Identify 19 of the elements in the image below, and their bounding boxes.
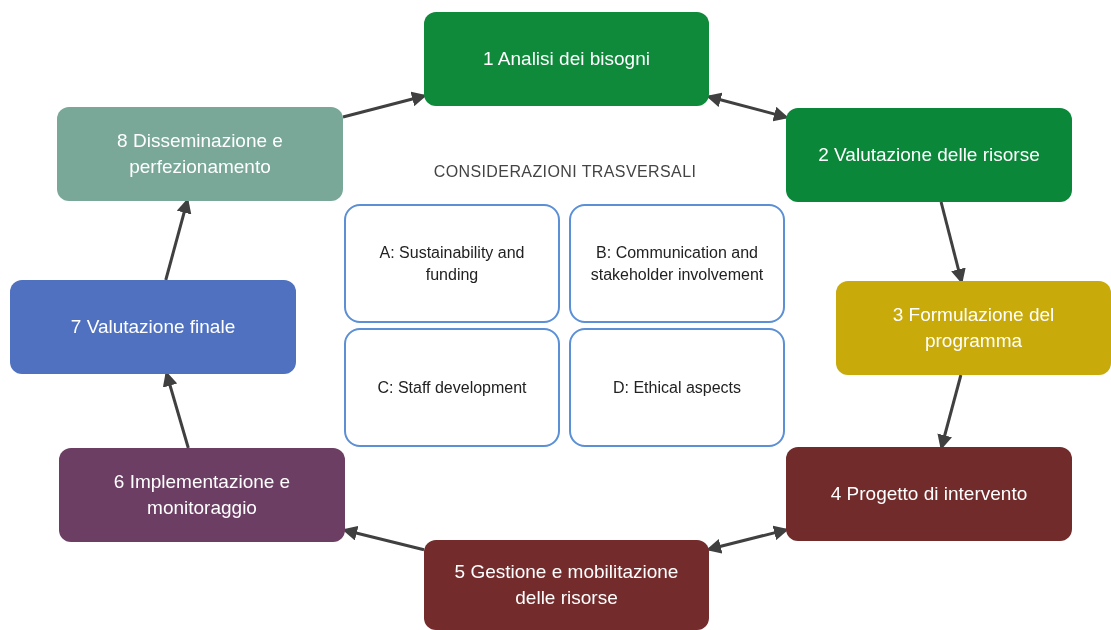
arrow <box>706 92 789 122</box>
step-box: 2 Valutazione delle risorse <box>786 108 1072 202</box>
consideration-box: B: Communication and stakeholder involvement <box>569 204 785 323</box>
step-box: 7 Valutazione finale <box>10 280 296 374</box>
consideration-box: A: Sustainability and funding <box>344 204 560 323</box>
arrow <box>164 198 192 281</box>
step-box: 8 Disseminazione e perfezionamento <box>57 107 343 201</box>
arrow <box>939 201 966 284</box>
step-box: 5 Gestione e mobilitazione delle risorse <box>424 540 709 630</box>
heading: CONSIDERAZIONI TRASVERSALI <box>432 162 698 182</box>
step-box: 4 Progetto di intervento <box>786 447 1072 541</box>
step-box: 3 Formulazione del programma <box>836 281 1111 375</box>
arrow <box>937 374 963 450</box>
arrow <box>342 91 427 119</box>
consideration-box: D: Ethical aspects <box>569 328 785 447</box>
arrow <box>162 371 190 449</box>
step-box: 1 Analisi dei bisogni <box>424 12 709 106</box>
consideration-box: C: Staff development <box>344 328 560 447</box>
step-box: 6 Implementazione e monitoraggio <box>59 448 345 542</box>
